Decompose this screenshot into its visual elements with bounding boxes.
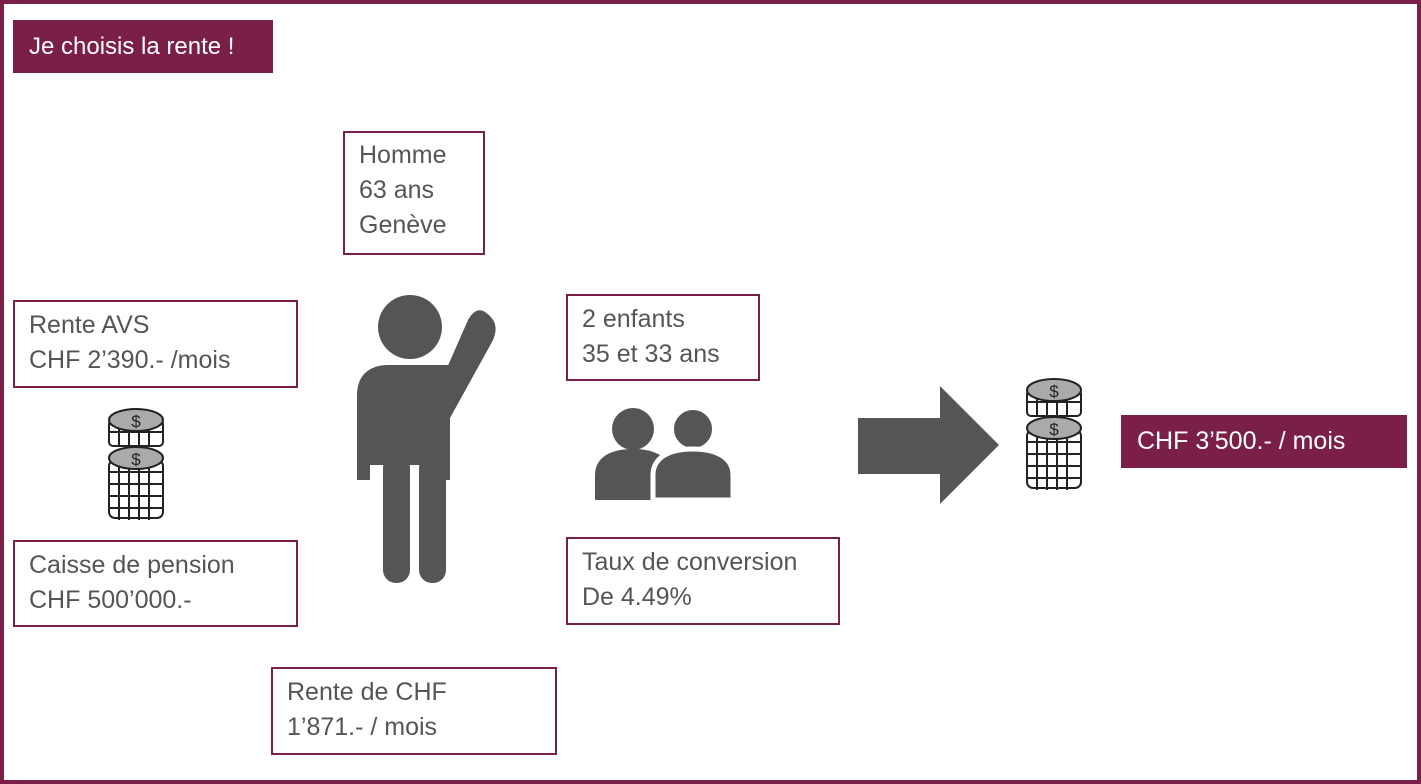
result-text: CHF 3’500.- / mois (1137, 427, 1346, 455)
two-people-icon (595, 406, 736, 503)
children-ages: 35 et 33 ans (582, 340, 720, 368)
svg-text:$: $ (1049, 420, 1059, 439)
conversion-box: Taux de conversion De 4.49% (566, 537, 840, 625)
profile-box: Homme 63 ans Genève (343, 131, 485, 255)
coin-stack-icon: $ $ (108, 408, 164, 520)
pension-amount: CHF 500’000.- (29, 586, 192, 614)
coin-stack-icon-result: $ $ (1026, 378, 1082, 490)
arrow-right-icon (858, 386, 999, 504)
profile-city: Genève (359, 211, 447, 239)
svg-text:$: $ (1049, 382, 1059, 401)
result-badge: CHF 3’500.- / mois (1121, 415, 1407, 468)
rente-lpp-box: Rente de CHF 1’871.- / mois (271, 667, 557, 755)
svg-text:$: $ (131, 450, 141, 469)
conversion-rate: De 4.49% (582, 583, 692, 611)
avs-box: Rente AVS CHF 2’390.- /mois (13, 300, 298, 388)
pension-label: Caisse de pension (29, 551, 235, 579)
svg-text:$: $ (131, 412, 141, 431)
conversion-label: Taux de conversion (582, 548, 798, 576)
avs-label: Rente AVS (29, 311, 150, 339)
avs-amount: CHF 2’390.- /mois (29, 346, 231, 374)
children-count: 2 enfants (582, 305, 685, 333)
person-raising-hand-icon (357, 295, 496, 583)
profile-gender: Homme (359, 141, 447, 169)
title-badge: Je choisis la rente ! (13, 20, 273, 73)
rente-lpp-amount: 1’871.- / mois (287, 713, 438, 741)
rente-lpp-label: Rente de CHF (287, 678, 447, 706)
pension-box: Caisse de pension CHF 500’000.- (13, 540, 298, 627)
profile-age: 63 ans (359, 176, 435, 204)
title-text: Je choisis la rente ! (29, 33, 235, 60)
children-box: 2 enfants 35 et 33 ans (566, 294, 760, 381)
